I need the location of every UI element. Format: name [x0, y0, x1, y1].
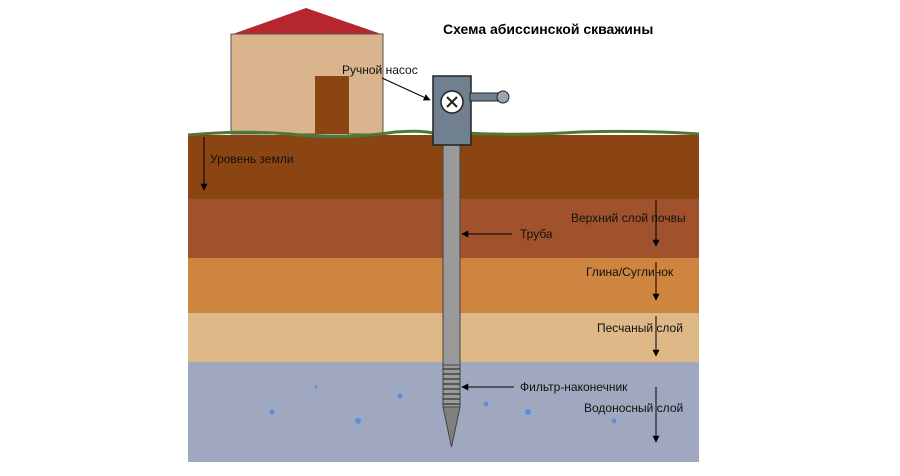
well-pipe [442, 144, 461, 366]
grass-line [187, 129, 700, 139]
arrow-pump [381, 77, 431, 101]
label-ground-level: Уровень земли [210, 152, 294, 166]
hand-pump [432, 75, 510, 146]
label-pump: Ручной насос [342, 63, 418, 77]
label-aquifer: Водоносный слой [584, 401, 683, 415]
house-wall [230, 33, 384, 135]
house-roof [230, 8, 384, 35]
house-door [315, 76, 349, 134]
water-drops [269, 385, 617, 424]
label-topsoil: Верхний слой почвы [571, 211, 686, 225]
label-sand: Песчаный слой [597, 321, 683, 335]
label-filter: Фильтр-наконечник [520, 380, 628, 394]
close-x-icon [440, 90, 464, 114]
label-clay: Глина/Суглинок [586, 265, 674, 279]
pump-handle-knob [496, 90, 510, 104]
filter-point [442, 406, 461, 448]
house [230, 8, 384, 135]
diagram-title: Схема абиссинской скважины [443, 21, 653, 37]
label-pipe: Труба [520, 227, 553, 241]
filter-tip [442, 364, 461, 448]
